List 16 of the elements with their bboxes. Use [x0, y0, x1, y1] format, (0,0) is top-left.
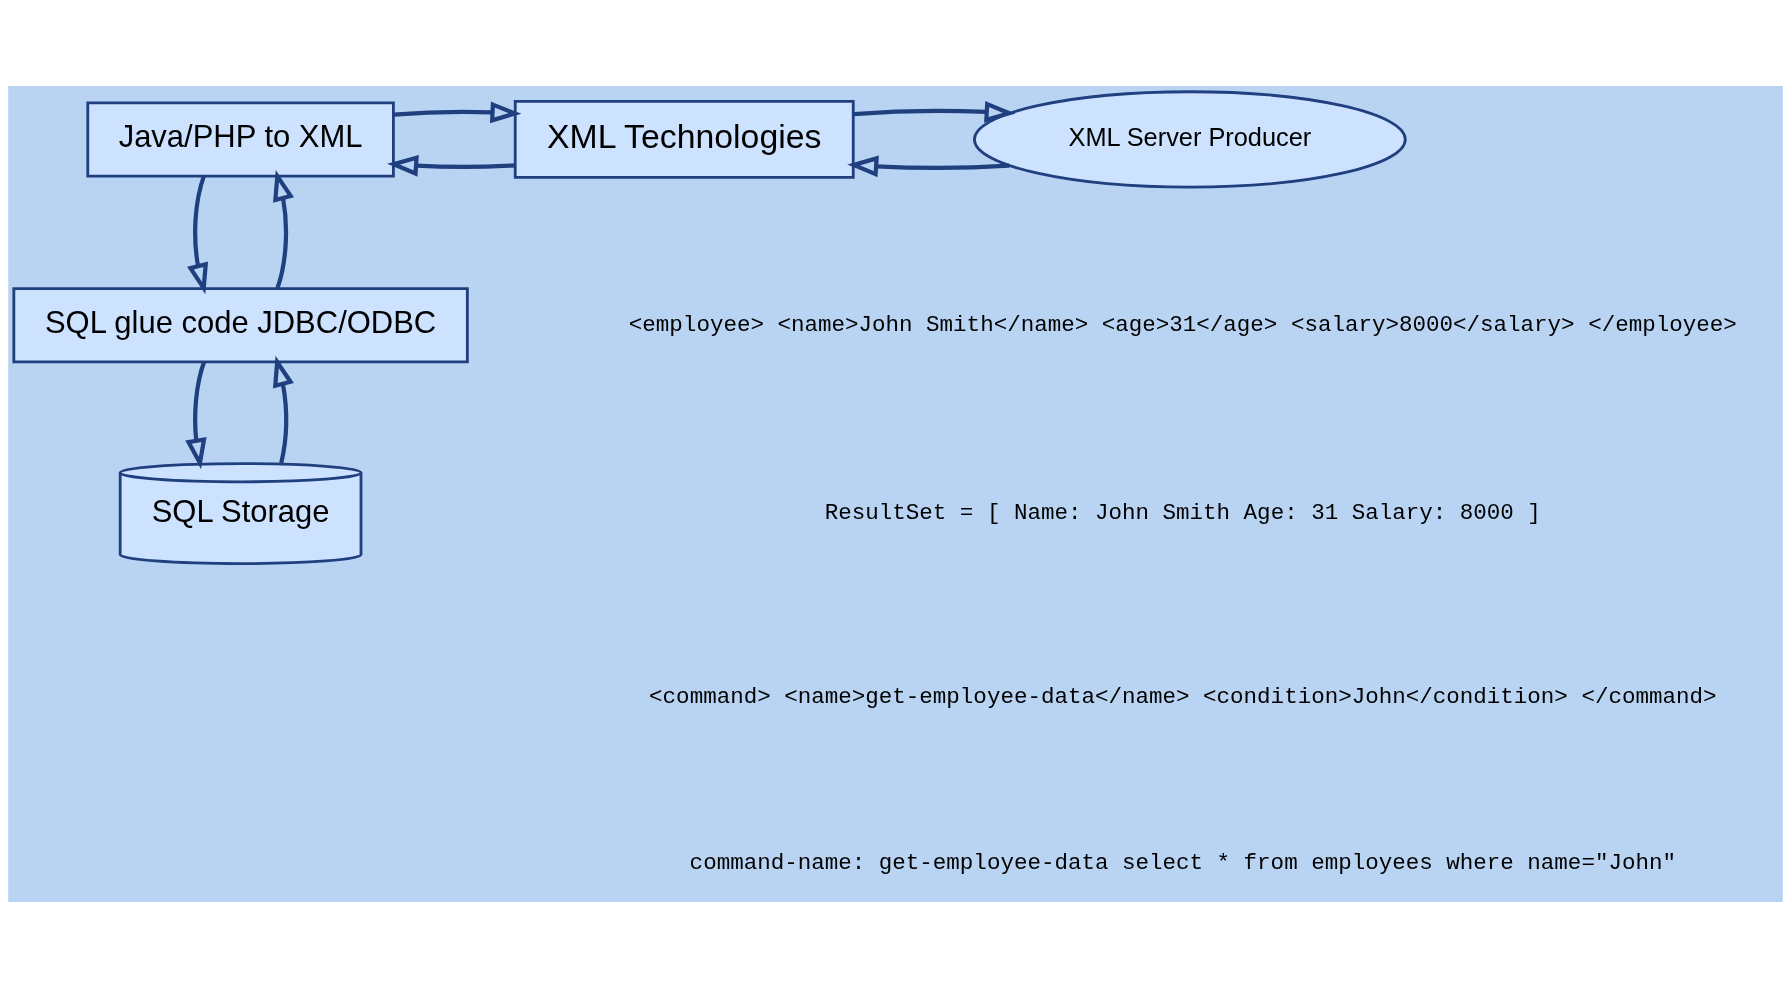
label: <command> <name>get-employee-data</name> <condition>John</condition> </command> — [649, 683, 1717, 710]
arrow — [847, 155, 1010, 177]
node-box: SQL glue code JDBC/ODBC — [12, 286, 469, 363]
label: <employee> <name>John Smith</name> <age>31</age> <salary>8000</salary> </employee> — [628, 311, 1737, 338]
arrow — [185, 360, 207, 469]
arrow — [273, 169, 295, 289]
node-box: Java/PHP to XML — [86, 100, 395, 177]
node-box: XML Technologies — [513, 99, 855, 179]
arrow — [272, 355, 294, 463]
label: command-name: get-employee-data select * from employees where name="John" — [689, 849, 1676, 876]
arrow — [393, 101, 522, 123]
arrow — [187, 174, 209, 294]
node-ellipse: XML Server Producer — [973, 89, 1407, 189]
arrow — [853, 100, 1016, 123]
arrow — [387, 154, 516, 177]
label: ResultSet = [ Name: John Smith Age: 31 Salary: 8000 ] — [824, 499, 1541, 526]
